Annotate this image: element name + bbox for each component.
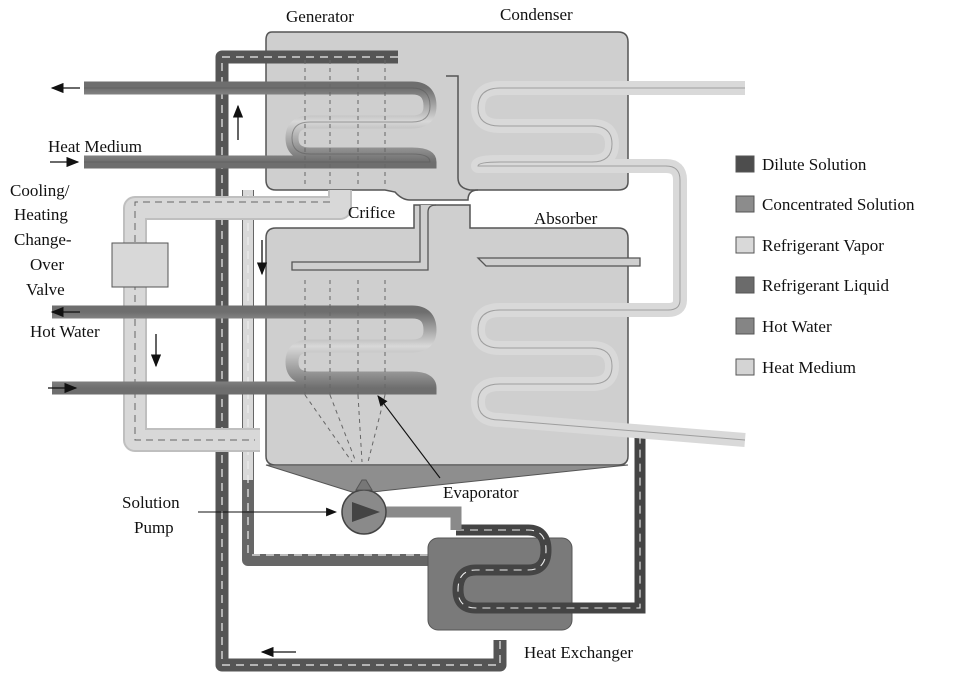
absorber-spray-pipe — [476, 257, 641, 267]
legend-swatch-refrigerant-vapor — [735, 236, 755, 254]
solution-pump-impeller — [352, 502, 380, 522]
label-heat-exchanger: Heat Exchanger — [524, 643, 633, 662]
legend-swatch-concentrated-solution — [735, 195, 755, 213]
legend-swatch-heat-medium — [735, 358, 755, 376]
label-generator: Generator — [286, 7, 354, 26]
legend-swatch-hot-water — [735, 317, 755, 335]
legend-swatch-refrigerant-liquid — [735, 276, 755, 294]
legend: Dilute Solution Concentrated Solution Re… — [735, 155, 915, 377]
legend-swatch-dilute-solution — [735, 155, 755, 173]
pump-outlet-line — [380, 506, 462, 530]
label-solution-2: Pump — [134, 518, 174, 537]
generator-coil-outline — [84, 87, 431, 163]
legend-label-heat-medium: Heat Medium — [762, 358, 856, 377]
changeover-valve[interactable] — [111, 242, 169, 288]
label-heat-medium: Heat Medium — [48, 137, 142, 156]
label-evaporator: Evaporator — [443, 483, 519, 502]
pump-inlet — [355, 479, 373, 491]
crifice-passage — [446, 75, 478, 191]
label-condenser: Condenser — [500, 5, 573, 24]
legend-label-refrigerant-liquid: Refrigerant Liquid — [762, 276, 889, 295]
label-cooling-3: Change- — [14, 230, 72, 249]
changeover-loop-dash — [134, 201, 330, 441]
legend-label-dilute-solution: Dilute Solution — [762, 155, 867, 174]
label-cooling-1: Cooling/ — [10, 181, 70, 200]
flow-arrows — [48, 82, 296, 658]
label-cooling-2: Heating — [14, 205, 68, 224]
spray-lines — [304, 60, 386, 463]
heat-exchanger-coil-dash — [456, 430, 641, 609]
evaporator-callout — [377, 395, 441, 479]
evaporator-coil — [52, 305, 437, 395]
dilute-solution-loop-dash — [221, 56, 501, 666]
legend-label-hot-water: Hot Water — [762, 317, 832, 336]
legend-label-refrigerant-vapor: Refrigerant Vapor — [762, 236, 884, 255]
cooling-water-coil-edge — [477, 87, 746, 441]
label-hot-water: Hot Water — [30, 322, 100, 341]
label-absorber: Absorber — [534, 209, 598, 228]
crifice-pipe — [291, 204, 437, 271]
label-cooling-5: Valve — [26, 280, 65, 299]
label-crifice: Crifice — [348, 203, 395, 222]
label-cooling-4: Over — [30, 255, 64, 274]
legend-label-concentrated-solution: Concentrated Solution — [762, 195, 915, 214]
label-solution-1: Solution — [122, 493, 180, 512]
